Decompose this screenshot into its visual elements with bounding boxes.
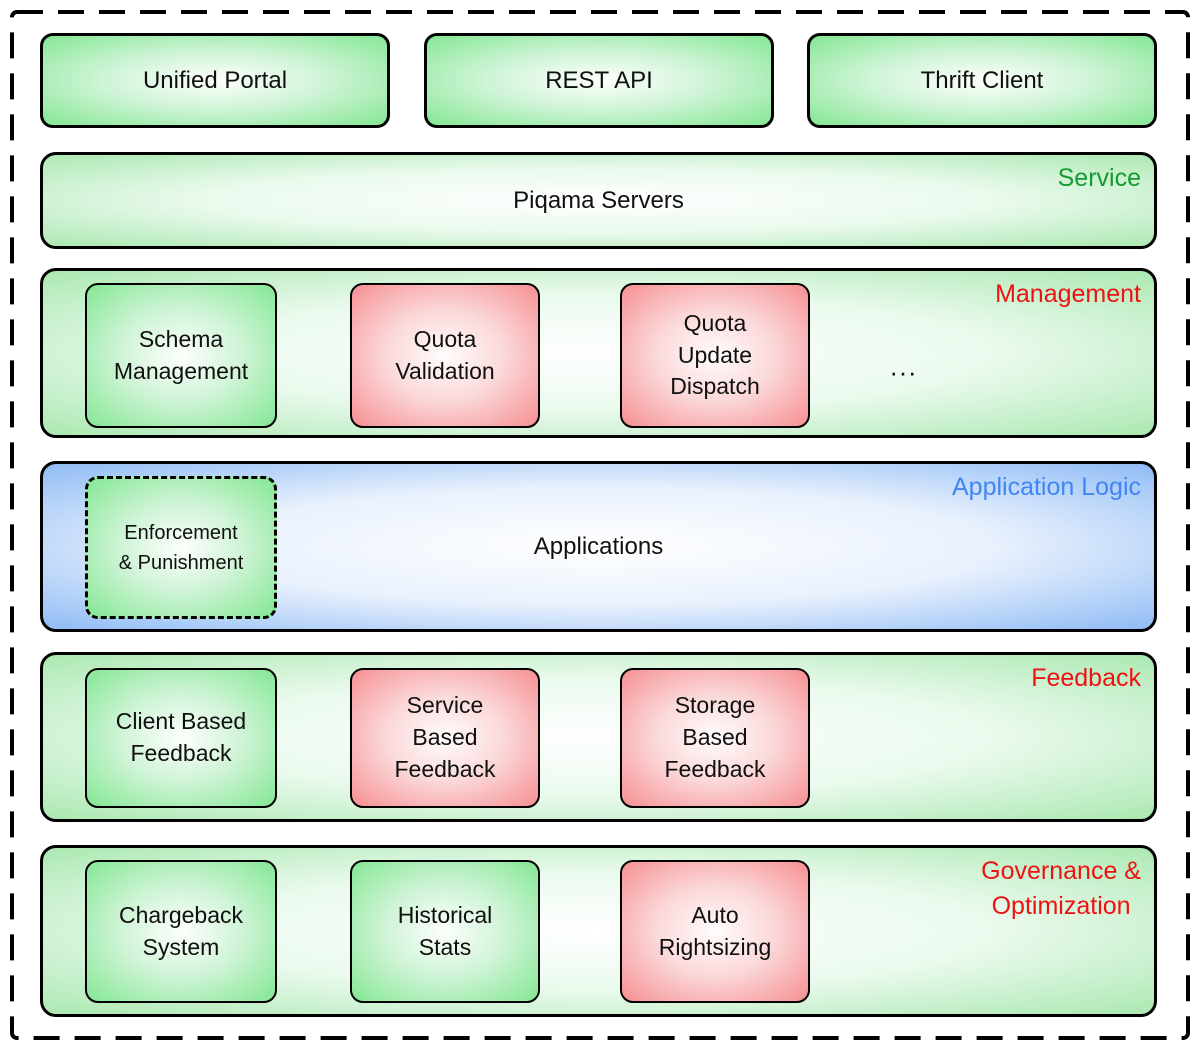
node-enforcement-punishment: Enforcement& Punishment <box>85 476 277 619</box>
title-applications: Applications <box>533 532 664 560</box>
node-rest-api: REST API <box>424 33 774 128</box>
node-label: Enforcement& Punishment <box>118 521 244 574</box>
more-items-ellipsis: ... <box>890 351 918 382</box>
node-label: Unified Portal <box>142 66 288 94</box>
title-piqama-servers: Piqama Servers <box>513 186 684 214</box>
node-thrift-client: Thrift Client <box>807 33 1157 128</box>
layer-service: Piqama Servers Service <box>40 152 1157 249</box>
node-label: Thrift Client <box>920 66 1044 94</box>
layer-label-management: Management <box>995 280 1141 308</box>
layer-label-feedback: Feedback <box>1031 664 1141 692</box>
node-label: REST API <box>545 66 653 94</box>
layer-application-logic: Applications Application Logic Enforceme… <box>40 461 1157 632</box>
node-unified-portal: Unified Portal <box>40 33 390 128</box>
layer-label-governance-optimization: Governance &Optimization <box>981 857 1141 920</box>
layer-label-application-logic: Application Logic <box>951 473 1141 501</box>
layer-label-service: Service <box>1057 164 1141 192</box>
